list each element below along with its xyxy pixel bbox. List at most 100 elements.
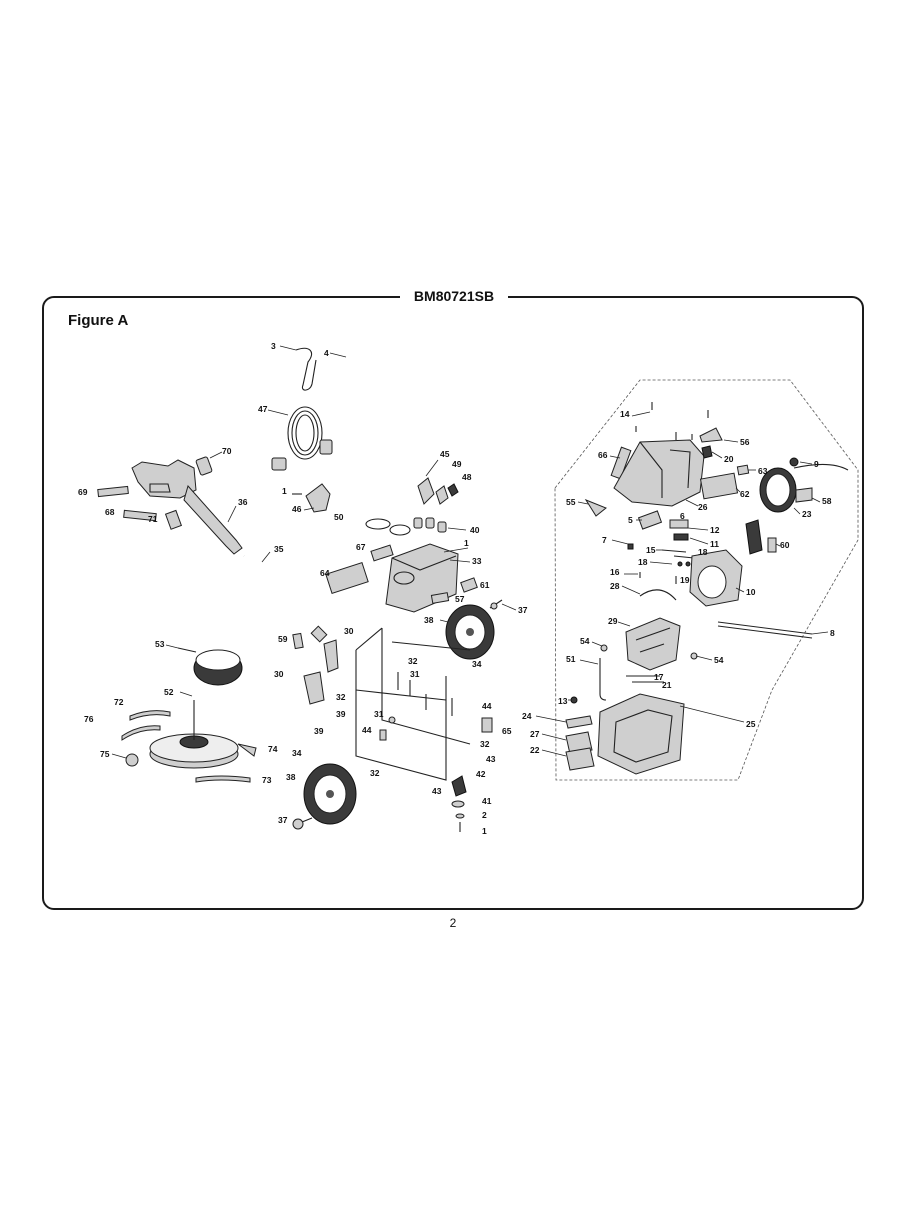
callout-38-a: 38 [424,615,434,625]
part-75-cap [111,753,139,767]
part-54-plugs [600,644,698,660]
callout-32-b: 32 [336,692,346,702]
callout-38-b: 38 [286,772,296,782]
callout-36: 36 [238,497,248,507]
callout-9: 9 [814,459,819,469]
part-72-decal [129,710,171,721]
part-63-decal [736,464,750,476]
callout-8: 8 [830,628,835,638]
callout-57: 57 [455,594,465,604]
callout-41: 41 [482,796,492,806]
part-66-decal [610,446,632,480]
callout-4: 4 [324,348,329,358]
callout-10: 10 [746,587,756,597]
callout-34-b: 34 [292,748,302,758]
part-10-motor [689,549,743,607]
callout-35: 35 [274,544,284,554]
callout-21: 21 [662,680,672,690]
callout-69: 69 [78,487,88,497]
part-3-hose-strap [279,345,317,391]
part-37-axle-lower [292,817,313,830]
part-25-base [597,693,685,775]
callout-75: 75 [100,749,110,759]
callout-33: 33 [472,556,482,566]
callout-56: 56 [740,437,750,447]
part-48-nozzle [447,483,459,497]
part-35-spray-wand [242,551,328,643]
part-30-bracket-lower [303,671,325,705]
model-number-title: BM80721SB [400,286,508,306]
callout-51: 51 [566,654,576,664]
callout-31-a: 31 [410,669,420,679]
part-2-washer [455,813,465,819]
callout-13: 13 [558,696,568,706]
part-30-bracket-upper [323,639,339,673]
callout-30-b: 30 [274,669,284,679]
callout-58: 58 [822,496,832,506]
figure-title: Figure A [68,312,129,329]
callout-39-b: 39 [314,726,324,736]
callout-23: 23 [802,509,812,519]
callout-16: 16 [610,567,620,577]
part-hardware-bolts [379,672,453,741]
part-14-screws [635,402,709,440]
part-73-decal [195,775,251,783]
callout-37-a: 37 [518,605,528,615]
part-46-hose-hook [292,483,331,513]
part-50-o-ring [365,518,411,536]
callout-46: 46 [292,504,302,514]
callout-19: 19 [680,575,690,585]
part-42-foot [451,775,467,797]
part-64-decal [325,561,369,595]
callout-42: 42 [476,769,486,779]
part-8-rods [717,621,813,639]
callout-27: 27 [530,729,540,739]
part-65-decal [481,717,493,733]
callout-25: 25 [746,719,756,729]
part-29-pump [625,617,681,671]
part-61-decal [460,577,478,593]
callout-54-a: 54 [580,636,590,646]
part-surface-cleaner [149,691,239,769]
callout-32-a: 32 [408,656,418,666]
part-20-cap [701,445,713,459]
callout-74: 74 [268,744,278,754]
part-38-wheel-lower [303,763,357,825]
callout-28: 28 [610,581,620,591]
callout-47: 47 [258,404,268,414]
callout-55: 55 [566,497,576,507]
part-70-decal [195,451,223,476]
part-45-nozzle [417,459,439,505]
callout-49: 49 [452,459,462,469]
part-49-nozzle [435,485,449,505]
part-41-washer [451,800,465,808]
part-59-bracket [292,632,304,650]
callout-1-c: 1 [482,826,487,836]
callout-20: 20 [724,454,734,464]
part-26-shroud [613,439,705,507]
callout-45: 45 [440,449,450,459]
part-4-handle [329,340,386,490]
page-number: 2 [449,916,457,930]
part-60-decal [767,537,777,553]
part-69-decal [97,485,129,498]
callout-15: 15 [646,545,656,555]
part-57-decal [430,592,450,604]
callout-44-a: 44 [482,701,492,711]
part-24-cover [565,715,593,729]
part-23-cord [745,463,849,555]
part-frame [355,627,471,781]
callout-22: 22 [530,745,540,755]
part-38-wheel-upper [439,604,495,660]
callout-2: 2 [482,810,487,820]
callout-73: 73 [262,775,272,785]
callout-43-b: 43 [432,786,442,796]
callout-12: 12 [710,525,720,535]
part-62-decal [699,472,739,500]
callout-50: 50 [334,512,344,522]
callout-1-b: 1 [464,538,469,548]
callout-24: 24 [522,711,532,721]
pump-assembly-group-outline [554,379,859,781]
callout-40: 40 [470,525,480,535]
callout-44-b: 44 [362,725,372,735]
